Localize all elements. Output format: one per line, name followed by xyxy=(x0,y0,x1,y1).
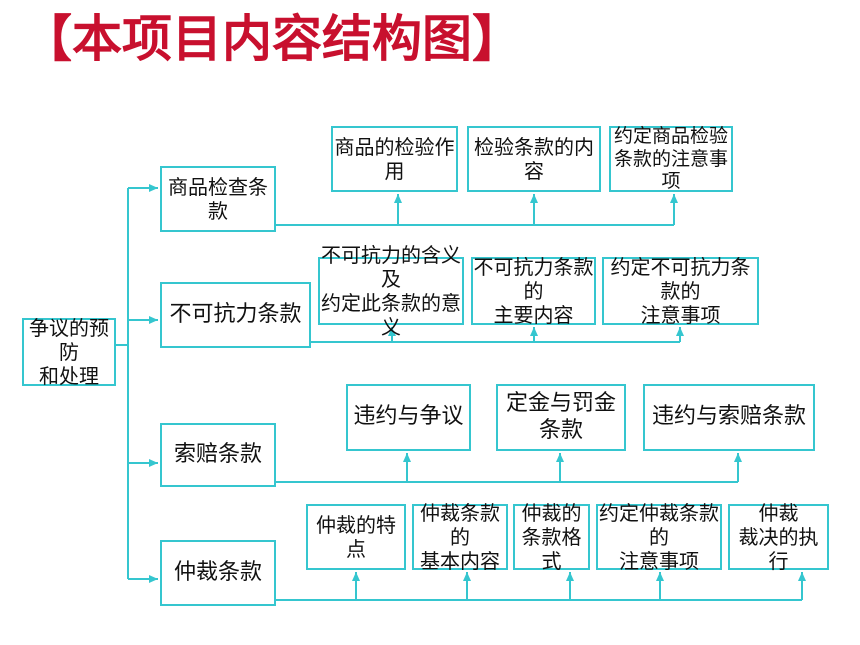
sub-node-arb-features: 仲裁的特点 xyxy=(306,504,406,570)
sub-node-fm-content: 不可抗力条款的 主要内容 xyxy=(471,255,596,327)
branch-node-inspection: 商品检查条款 xyxy=(160,166,276,232)
branch-node-arbitration: 仲裁条款 xyxy=(160,540,276,606)
branch-node-claims: 索赔条款 xyxy=(160,423,276,487)
sub-node-arb-notes: 约定仲裁条款的 注意事项 xyxy=(596,501,722,573)
sub-node-inspection-content: 检验条款的内容 xyxy=(467,126,601,192)
sub-node-fm-meaning: 不可抗力的含义及 约定此条款的意义 xyxy=(318,243,464,339)
sub-node-deposit-penalty: 定金与罚金条款 xyxy=(496,384,626,451)
branch-node-force-majeure: 不可抗力条款 xyxy=(160,282,311,348)
sub-node-fm-notes: 约定不可抗力条款的 注意事项 xyxy=(602,255,759,327)
sub-node-arb-execution: 仲裁 裁决的执行 xyxy=(728,501,829,573)
sub-node-arb-basic-content: 仲裁条款的 基本内容 xyxy=(412,501,508,573)
sub-node-breach-dispute: 违约与争议 xyxy=(346,384,471,451)
sub-node-inspection-role: 商品的检验作用 xyxy=(331,126,458,192)
sub-node-arb-format: 仲裁的 条款格式 xyxy=(513,501,590,573)
page-title: 【本项目内容结构图】 xyxy=(22,9,522,68)
sub-node-breach-claim: 违约与索赔条款 xyxy=(643,384,815,451)
root-node: 争议的预防 和处理 xyxy=(22,316,116,388)
sub-node-inspection-notes: 约定商品检验 条款的注意事项 xyxy=(609,125,733,192)
